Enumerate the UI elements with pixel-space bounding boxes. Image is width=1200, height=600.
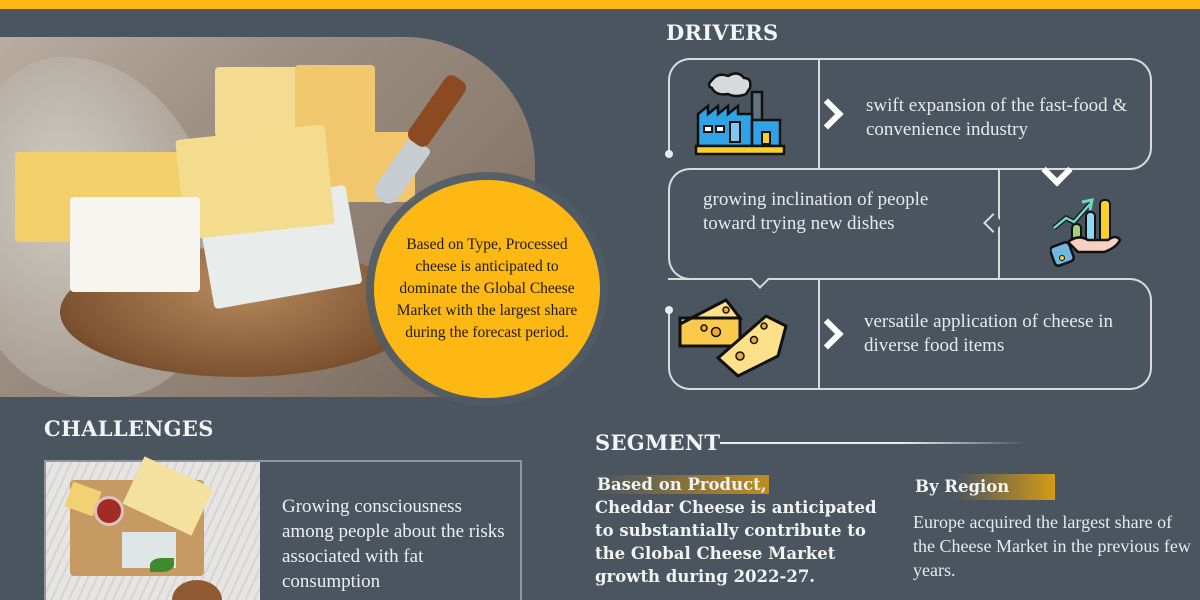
segment-product-label: Based on Product, bbox=[595, 475, 769, 494]
row-3-top-edge bbox=[668, 278, 692, 280]
segment-divider-line bbox=[720, 442, 1026, 444]
segment-product-text: Cheddar Cheese is anticipated to substan… bbox=[595, 498, 877, 586]
driver-text-3: versatile application of cheese in diver… bbox=[864, 311, 1114, 356]
segment-region-label: By Region bbox=[913, 474, 1055, 500]
driver-row-1-divider bbox=[818, 58, 820, 170]
connector-arc bbox=[668, 58, 692, 154]
honey-jar bbox=[94, 496, 124, 526]
brie-cheese bbox=[70, 197, 200, 292]
knife-handle bbox=[404, 72, 470, 150]
challenge-card: Growing consciousness among people about… bbox=[44, 456, 522, 600]
challenge-text: Growing consciousness among people about… bbox=[282, 496, 505, 592]
segment-product-block: Based on Product, Cheddar Cheese is anti… bbox=[595, 473, 895, 588]
growth-chart-hand-icon bbox=[1050, 190, 1122, 270]
segment-region-text: Europe acquired the largest share of the… bbox=[913, 512, 1191, 580]
drivers-heading: DRIVERS bbox=[666, 20, 779, 45]
basil-leaf bbox=[150, 558, 174, 572]
challenges-heading: CHALLENGES bbox=[44, 416, 214, 441]
cheese-platter-photo bbox=[46, 456, 260, 600]
driver-text-1: swift expansion of the fast-food & conve… bbox=[866, 95, 1128, 140]
cheese-icon bbox=[678, 296, 798, 380]
driver-row-3-frame bbox=[690, 278, 1152, 390]
top-accent-bar bbox=[0, 0, 1200, 9]
driver-text-2: growing inclination of people toward try… bbox=[703, 189, 929, 234]
walnut-bowl bbox=[172, 580, 222, 600]
factory-icon bbox=[694, 70, 786, 162]
type-callout-circle: Based on Type, Processed cheese is antic… bbox=[374, 180, 600, 398]
segment-heading: SEGMENT bbox=[595, 430, 721, 455]
connector-dot bbox=[665, 306, 673, 314]
driver-row-3-divider bbox=[818, 278, 820, 390]
connector-dot bbox=[665, 150, 673, 158]
cheese-block bbox=[215, 67, 307, 137]
type-callout-text: Based on Type, Processed cheese is antic… bbox=[396, 236, 578, 341]
